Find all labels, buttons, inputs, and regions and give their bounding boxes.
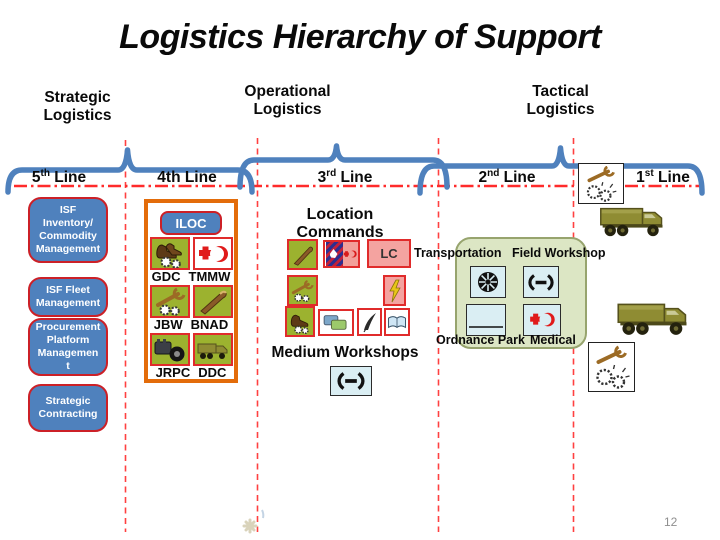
- striped-emblem-icon: [325, 242, 343, 266]
- boots-gears-icon: [290, 314, 309, 334]
- isf-fleet-box: ISF Fleet Management: [28, 277, 108, 317]
- gdc-unit-box: [149, 237, 190, 270]
- jrpc-unit-box: [149, 333, 190, 366]
- tactical-brace: [417, 145, 705, 196]
- fifth-line-label: 5th Line: [31, 168, 87, 187]
- wrench-gears-icon: [291, 279, 314, 302]
- wrench-gears-icon: [586, 165, 617, 202]
- ordnance-park-symbol-box: [466, 304, 506, 336]
- strategic-logistics-header: Strategic Logistics: [43, 89, 112, 124]
- ordnance-park-icon: [469, 326, 503, 328]
- bnad-unit-box: [192, 285, 233, 318]
- book-icon: [388, 316, 406, 329]
- medical-label: Medical: [530, 333, 576, 347]
- medical-symbol-box: [523, 304, 561, 336]
- transportation-symbol-box: [470, 266, 506, 298]
- second-line-label: 2nd Line: [478, 168, 536, 187]
- striped-medical-unit-box: [323, 240, 360, 268]
- ammunition-icon: [293, 246, 313, 266]
- page-number: 12: [664, 515, 678, 529]
- quill-icon: [362, 313, 376, 333]
- medium-workshop-symbol-box: [330, 366, 372, 396]
- jbw-unit-box: [149, 285, 190, 318]
- third-line-label: 3rd Line: [317, 168, 373, 187]
- ammunition-icon: [199, 290, 227, 315]
- wrench-gears-icon: [596, 345, 630, 389]
- ordnance-park-label: Ordnance Park: [436, 333, 525, 347]
- field-workshop-symbol-box: [523, 266, 559, 298]
- operational-brace: [237, 143, 450, 190]
- field-workshop-label: Field Workshop: [512, 246, 606, 260]
- operational-logistics-header: Operational Logistics: [244, 83, 331, 118]
- ddc-unit-box: [192, 333, 233, 366]
- medical-cross-crescent-icon: [530, 312, 555, 327]
- admin-unit-box: [357, 308, 382, 336]
- maintenance-detachment-box-bottom: [588, 342, 635, 392]
- fourth-line-label: 4th Line: [157, 169, 217, 187]
- signals-unit-box: [383, 275, 406, 306]
- truck-icon: [600, 207, 663, 237]
- truck-icon: [197, 343, 227, 359]
- medium-workshops-label: Medium Workshops: [271, 344, 419, 361]
- line-separators: [124, 138, 575, 532]
- page-title: Logistics Hierarchy of Support: [119, 18, 601, 56]
- truck-icon: [617, 303, 687, 335]
- medical-half: [342, 242, 358, 266]
- medical-cross-crescent-icon: [343, 250, 357, 258]
- lightning-icon: [388, 279, 401, 302]
- first-line-label: 1st Line: [636, 168, 690, 187]
- workshop-bone-icon: [337, 372, 365, 390]
- supplies-icon: [323, 315, 347, 330]
- finance-unit-box: [318, 309, 354, 336]
- flower-icon: [242, 509, 265, 534]
- tactical-logistics-header: Tactical Logistics: [526, 83, 595, 118]
- education-unit-box: [384, 308, 410, 336]
- ammo-unit-box: [287, 239, 318, 270]
- tmmw-unit-box: [192, 237, 233, 270]
- location-command-cluster: LC: [285, 237, 413, 339]
- supply-unit-box: [285, 306, 315, 337]
- transportation-label: Transportation: [414, 246, 502, 260]
- maintenance-detachment-box-top: [578, 163, 624, 204]
- strategic-contracting-box: Strategic Contracting: [28, 384, 108, 432]
- isf-inventory-box: ISF Inventory/ Commodity Management: [28, 197, 108, 263]
- medical-cross-crescent-icon: [198, 245, 228, 262]
- procurement-box: Procurement Platform Managemen t: [28, 318, 108, 376]
- workshop-unit-box: [287, 275, 318, 306]
- boots-gears-icon: [155, 243, 182, 268]
- location-commands-heading: Location Commands: [296, 206, 384, 241]
- workshop-bone-icon: [528, 273, 554, 291]
- engine-tire-icon: [154, 339, 184, 362]
- iloc-box: ILOC: [160, 211, 222, 235]
- wrench-gears-icon: [155, 287, 185, 316]
- lc-box: LC: [367, 239, 411, 268]
- wheel-icon: [478, 272, 498, 292]
